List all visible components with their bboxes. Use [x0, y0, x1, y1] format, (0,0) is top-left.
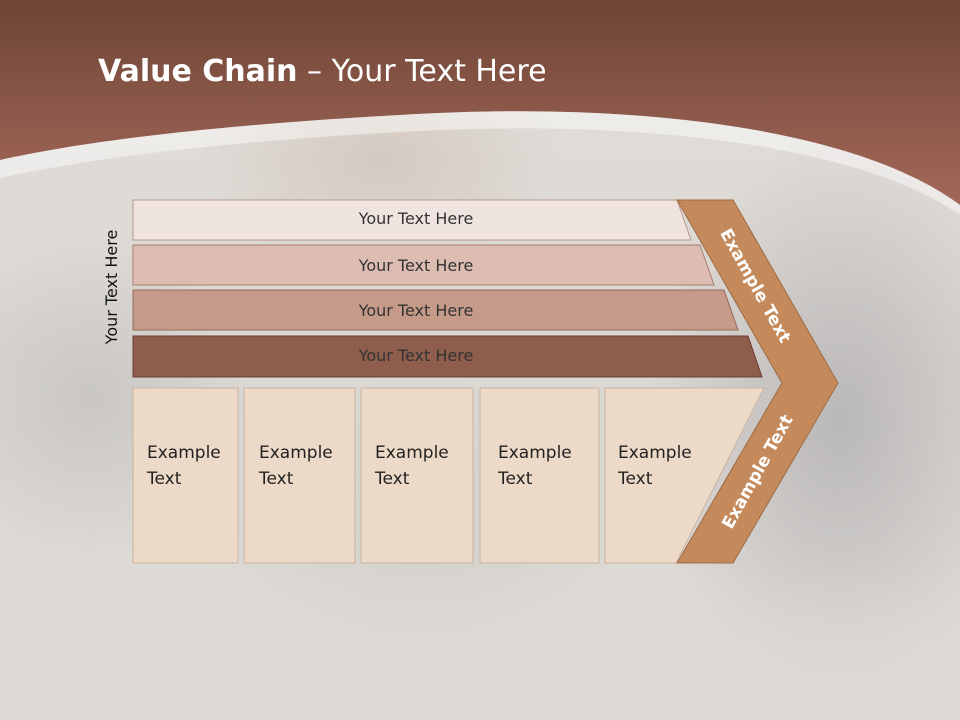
row-label-1: Your Text Here [358, 209, 474, 228]
activity-box-2 [243, 387, 356, 564]
title-bold: Value Chain [98, 54, 298, 89]
box-label-2: Example Text [259, 443, 333, 489]
activity-box-3 [360, 387, 474, 564]
box-label-4: Example Text [498, 443, 572, 489]
activity-box-4 [479, 387, 600, 564]
row-label-4: Your Text Here [358, 346, 474, 365]
row-band-3 [132, 289, 739, 331]
header-band [0, 0, 960, 205]
row-band-2 [132, 244, 715, 286]
header-banner [0, 0, 960, 215]
row-band-4 [132, 335, 763, 378]
activity-box-1 [132, 387, 239, 564]
box-label-1: Example Text [147, 443, 221, 489]
activity-box-5 [604, 387, 765, 564]
box-label-5: Example Text [618, 443, 692, 489]
header-highlight [0, 111, 960, 215]
chevron-arrow [676, 199, 839, 564]
box-label-3: Example Text [375, 443, 449, 489]
slide-title: Value Chain – Your Text Here [98, 54, 547, 89]
row-label-3: Your Text Here [358, 301, 474, 320]
row-band-1 [132, 199, 692, 241]
title-rest: – Your Text Here [297, 54, 547, 89]
row-label-2: Your Text Here [358, 256, 474, 275]
